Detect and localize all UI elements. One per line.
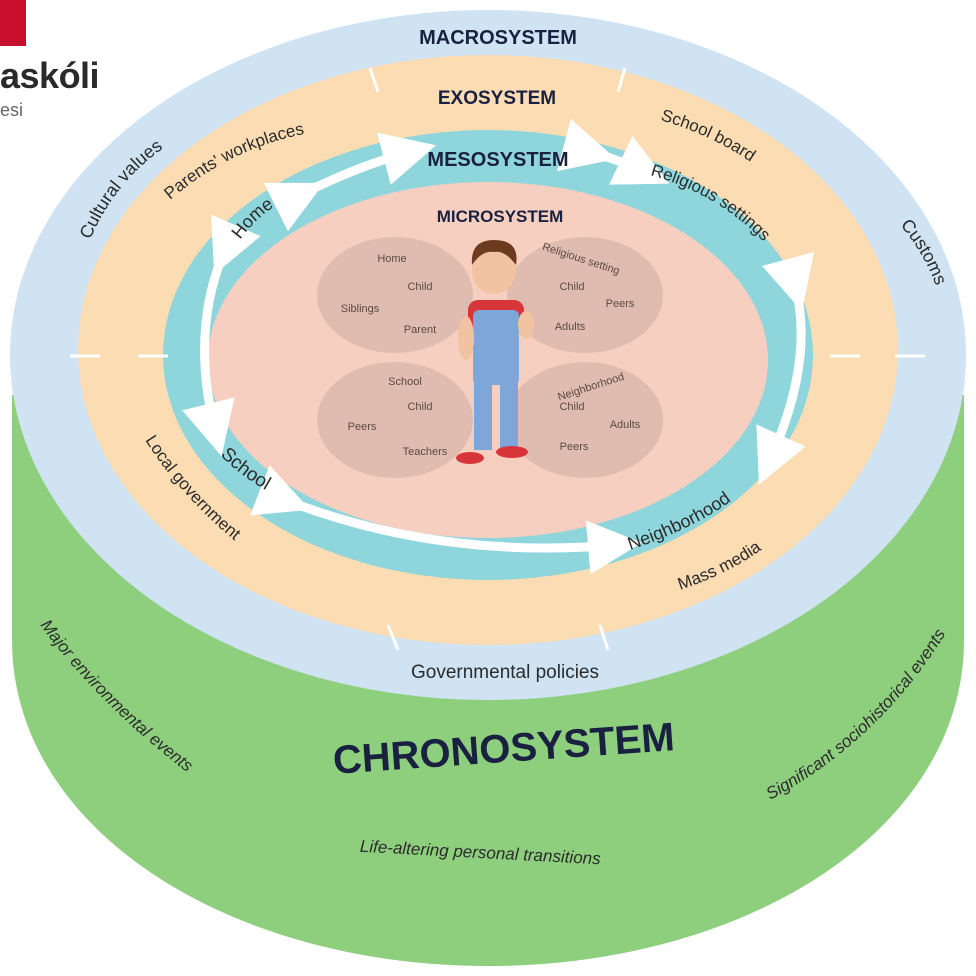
ring-connector-arrows xyxy=(70,67,925,651)
child-illustration xyxy=(456,240,534,464)
governmental-policies-label: Governmental policies xyxy=(411,662,599,683)
micro-neighborhood-child: Child xyxy=(559,401,584,413)
micro-home-title: Home xyxy=(377,253,406,265)
micro-school-peers: Peers xyxy=(348,421,377,433)
macrosystem-title: MACROSYSTEM xyxy=(419,27,577,49)
micro-religious-adults: Adults xyxy=(555,321,586,333)
micro-school-teachers: Teachers xyxy=(403,446,448,458)
exosystem-title: EXOSYSTEM xyxy=(438,88,556,109)
micro-neighborhood-adults: Adults xyxy=(610,419,641,431)
mesosystem-title: MESOSYSTEM xyxy=(427,149,568,171)
logo-subtext: esi xyxy=(0,100,24,120)
micro-bubble-school xyxy=(317,362,473,478)
logo-mark xyxy=(0,0,26,46)
micro-group-school: School Child Peers Teachers xyxy=(348,376,448,458)
micro-bubble-home xyxy=(317,237,473,353)
micro-group-home: Home Child Siblings Parent xyxy=(341,253,436,336)
micro-religious-peers: Peers xyxy=(606,298,635,310)
micro-home-siblings: Siblings xyxy=(341,303,380,315)
micro-bubble-religious xyxy=(507,237,663,353)
micro-school-child: Child xyxy=(407,401,432,413)
micro-home-parent: Parent xyxy=(404,324,436,336)
micro-religious-child: Child xyxy=(559,281,584,293)
mesosystem-arrows xyxy=(182,118,815,575)
micro-neighborhood-peers: Peers xyxy=(560,441,589,453)
logo-text: askóli xyxy=(0,55,100,96)
micro-bubble-neighborhood xyxy=(507,362,663,478)
micro-home-child: Child xyxy=(407,281,432,293)
microsystem-title: MICROSYSTEM xyxy=(437,207,564,226)
micro-school-title: School xyxy=(388,376,422,388)
